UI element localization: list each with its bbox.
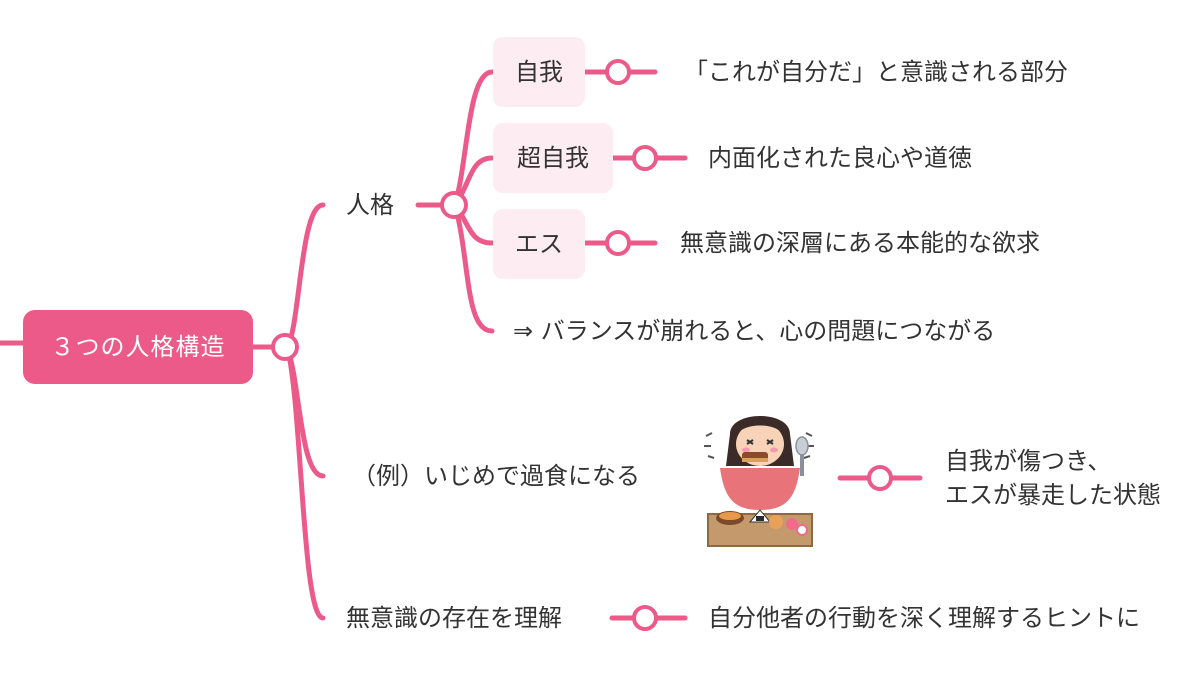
node-superego[interactable]: 超自我 — [493, 123, 613, 193]
note-id[interactable]: 無意識の深層にある本能的な欲求 — [680, 231, 1040, 255]
root-hub-circle — [271, 333, 299, 361]
superego-label: 超自我 — [517, 144, 589, 172]
note-unconscious[interactable]: 自分他者の行動を深く理解するヒントに — [708, 606, 1140, 630]
example-result-line2: エスが暴走した状態 — [945, 481, 1161, 509]
node-ego[interactable]: 自我 — [493, 37, 585, 107]
note-superego[interactable]: 内面化された良心や道徳 — [708, 146, 972, 170]
root-label: ３つの人格構造 — [50, 333, 226, 361]
example-result-circle — [867, 465, 893, 491]
note-ego[interactable]: 「これが自分だ」と意識される部分 — [684, 60, 1068, 84]
sub-line-conclusion — [452, 202, 495, 334]
unconscious-note: 自分他者の行動を深く理解するヒントに — [708, 604, 1140, 632]
ego-note: 「これが自分だ」と意識される部分 — [684, 58, 1068, 86]
branch-line-unconscious — [284, 344, 326, 621]
node-conclusion[interactable]: ⇒ バランスが崩れると、心の問題につながる — [513, 319, 995, 343]
id-note-circle — [605, 230, 631, 256]
node-id[interactable]: エス — [493, 209, 585, 279]
sub-line-ego — [452, 69, 495, 208]
personality-label: 人格 — [346, 191, 394, 219]
unconscious-label: 無意識の存在を理解 — [346, 604, 562, 632]
overeating-girl-illustration — [704, 416, 814, 547]
personality-hub-circle — [440, 191, 468, 219]
superego-note-circle — [632, 145, 658, 171]
branch-line-personality — [284, 202, 326, 350]
example-label: （例）いじめで過食になる — [352, 462, 640, 490]
id-label: エス — [515, 230, 563, 258]
root-node[interactable]: ３つの人格構造 — [23, 310, 253, 384]
ego-label: 自我 — [515, 58, 563, 86]
node-example[interactable]: （例）いじめで過食になる — [352, 464, 640, 488]
ego-note-circle — [605, 59, 631, 85]
node-unconscious[interactable]: 無意識の存在を理解 — [346, 606, 562, 630]
id-note: 無意識の深層にある本能的な欲求 — [680, 229, 1040, 257]
superego-note: 内面化された良心や道徳 — [708, 144, 972, 172]
unconscious-note-circle — [632, 605, 658, 631]
conclusion-text: ⇒ バランスが崩れると、心の問題につながる — [513, 317, 996, 345]
node-personality[interactable]: 人格 — [346, 193, 394, 217]
note-example-result[interactable]: 自我が傷つき、 エスが暴走した状態 — [945, 444, 1161, 512]
example-result-line1: 自我が傷つき、 — [945, 447, 1112, 475]
